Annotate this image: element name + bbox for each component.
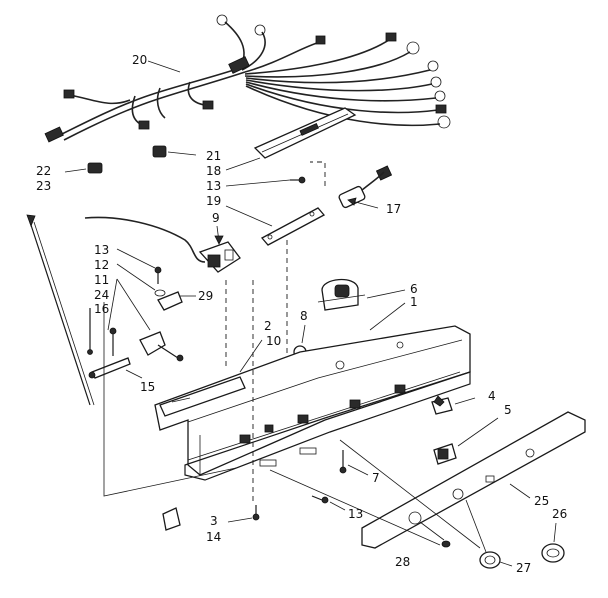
callout-26: 26 (552, 507, 567, 521)
callout-3: 3 (210, 514, 218, 528)
housing-2 (154, 280, 471, 505)
callout-7: 7 (372, 471, 380, 485)
knob-shaft-11 (139, 331, 184, 362)
switch-4 (431, 395, 476, 415)
relay-17 (310, 161, 393, 209)
bracket-29 (107, 248, 196, 331)
callout-10: 10 (266, 334, 281, 348)
knob-27 (465, 499, 513, 569)
rod-23 (26, 214, 95, 406)
callout-1: 1 (410, 295, 418, 309)
leader-lines (103, 302, 481, 549)
heater-19 (225, 205, 326, 370)
callout-2: 2 (264, 319, 272, 333)
control-panel-25 (361, 411, 586, 549)
bracket-15 (87, 308, 143, 379)
callout-4: 4 (488, 389, 496, 403)
callout-8: 8 (300, 309, 308, 323)
control-9 (84, 216, 241, 273)
callout-14: 14 (206, 530, 221, 544)
callout-19: 19 (206, 194, 221, 208)
callout-11: 11 (94, 273, 109, 287)
callout-29: 29 (198, 289, 213, 303)
callout-20: 20 (132, 53, 147, 67)
callout-labels: 20 21 18 13 19 17 22 23 9 13 12 11 24 16… (36, 53, 567, 575)
callout-15: 15 (140, 380, 155, 394)
screw-13-top (225, 176, 306, 187)
callout-28: 28 (395, 555, 410, 569)
callout-17: 17 (386, 202, 401, 216)
callout-22: 22 (36, 164, 51, 178)
screw-7 (339, 450, 369, 476)
knob-26 (541, 522, 565, 563)
wire-harness (44, 14, 451, 143)
screw-3 (227, 505, 260, 523)
callout-6: 6 (410, 282, 418, 296)
callout-12: 12 (94, 258, 109, 272)
lens-28 (419, 521, 451, 548)
clip-22 (64, 162, 103, 174)
callout-5: 5 (504, 403, 512, 417)
callout-9: 9 (212, 211, 220, 225)
callout-13: 13 (206, 179, 221, 193)
thermostat-6 (317, 278, 406, 331)
callout-27: 27 (516, 561, 531, 575)
clip-21 (152, 145, 197, 158)
callout-16: 16 (94, 302, 109, 316)
callout-13: 13 (348, 507, 363, 521)
callout-25: 25 (534, 494, 549, 508)
callout-21: 21 (206, 149, 221, 163)
callout-13: 13 (94, 243, 109, 257)
callout-24: 24 (94, 288, 109, 302)
switch-5 (433, 417, 499, 465)
screw-13-bottom (311, 495, 346, 511)
callout-18: 18 (206, 164, 221, 178)
clip-14 (162, 507, 181, 531)
cover-18 (225, 107, 357, 171)
callout-23: 23 (36, 179, 51, 193)
